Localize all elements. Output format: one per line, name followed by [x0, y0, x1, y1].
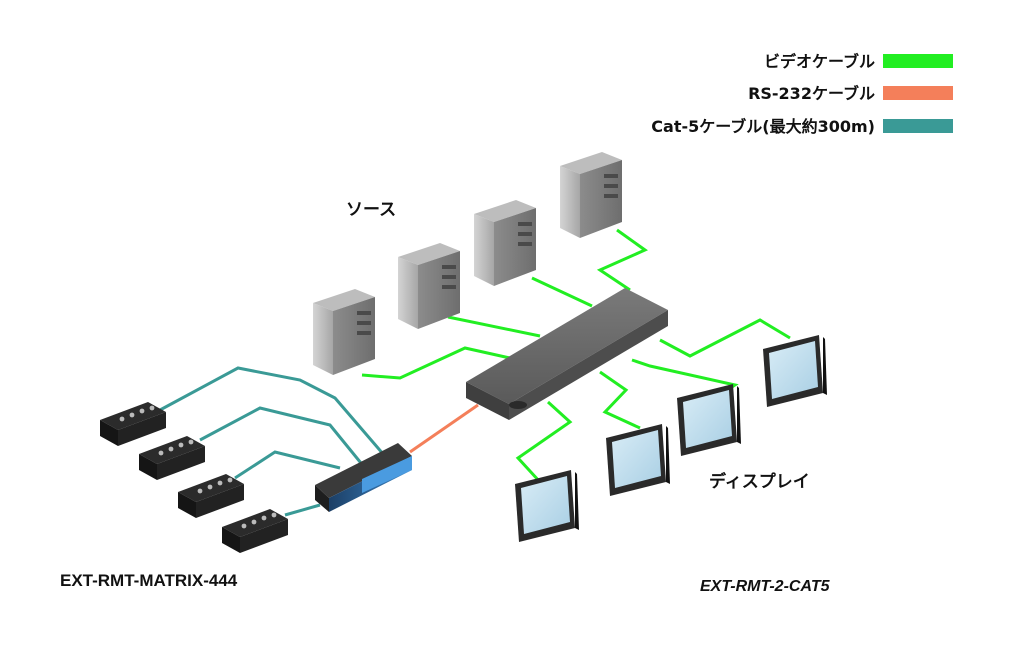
switch-model-label: EXT-RMT-2-CAT5 — [700, 578, 831, 595]
legend: ビデオケーブル RS-232ケーブル Cat-5ケーブル(最大約300m) — [651, 52, 953, 136]
source-computer-3 — [474, 200, 536, 286]
cat5-cable-remote-2 — [199, 406, 367, 469]
cat5-cable-remote-4 — [284, 503, 321, 517]
video-cable-source-1 — [361, 346, 511, 380]
source-computer-1 — [313, 289, 375, 375]
display-2 — [606, 424, 670, 496]
display-4 — [763, 335, 827, 407]
switch-unit — [466, 288, 668, 420]
remote-receiver-1 — [100, 402, 166, 446]
legend-item-rs232: RS-232ケーブル — [748, 84, 953, 103]
sources-label: ソース — [346, 200, 396, 220]
cat5-cable-remote-1 — [159, 366, 392, 463]
display-3 — [677, 384, 741, 456]
video-cable-source-3 — [531, 276, 593, 308]
video-cable-display-4 — [659, 318, 791, 358]
video-cable-source-4 — [596, 228, 649, 292]
matrix-unit — [315, 443, 412, 512]
legend-swatch-cat5 — [883, 119, 953, 133]
legend-label-video: ビデオケーブル — [764, 52, 875, 71]
remote-receiver-4 — [222, 509, 288, 553]
matrix-model-label: EXT-RMT-MATRIX-444 — [60, 571, 238, 590]
legend-label-cat5: Cat-5ケーブル(最大約300m) — [651, 117, 875, 136]
display-1 — [515, 470, 579, 542]
legend-label-rs232: RS-232ケーブル — [748, 84, 875, 103]
remote-receiver-3 — [178, 474, 244, 518]
video-cable-display-1 — [515, 400, 573, 484]
remote-receiver-2 — [139, 436, 205, 480]
cat5-cable-remote-3 — [234, 450, 341, 480]
rs232-cable — [409, 403, 479, 454]
legend-item-cat5: Cat-5ケーブル(最大約300m) — [651, 117, 953, 136]
legend-swatch-rs232 — [883, 86, 953, 100]
source-computer-4 — [560, 152, 622, 238]
switch-logo-icon — [509, 401, 527, 409]
rs232-cable-link — [409, 403, 479, 454]
video-cable-display-2 — [599, 370, 641, 430]
video-cable-source-2 — [447, 315, 541, 338]
video-cables — [361, 228, 791, 484]
legend-item-video: ビデオケーブル — [764, 52, 953, 71]
source-computer-2 — [398, 243, 460, 329]
cat5-cables — [159, 366, 392, 517]
legend-swatch-video — [883, 54, 953, 68]
displays-label: ディスプレイ — [709, 471, 810, 492]
